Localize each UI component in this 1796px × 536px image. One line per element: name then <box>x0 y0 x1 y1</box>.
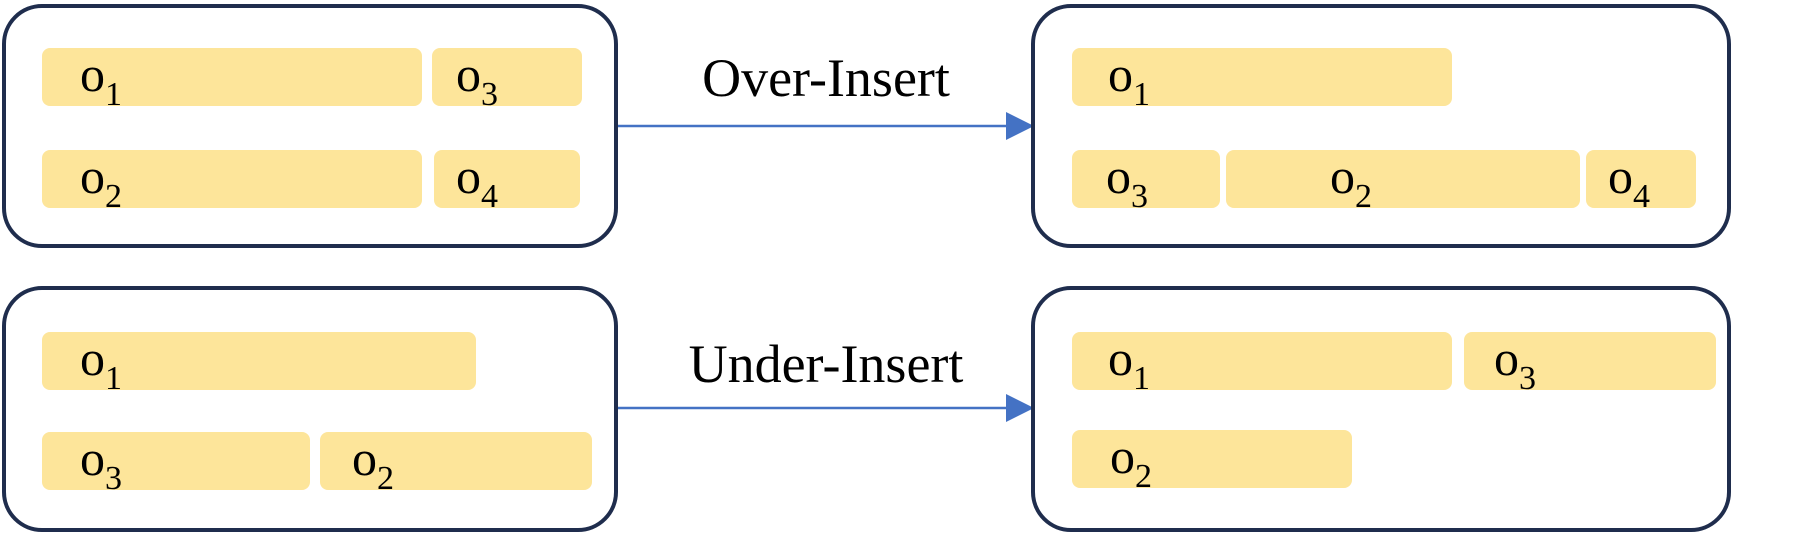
block-o1-label: o1 <box>1108 330 1150 397</box>
block-o2: o2 <box>1072 428 1352 495</box>
under-insert-after-panel: o1 o3 o2 <box>1031 286 1731 532</box>
block-o2-bar <box>42 150 422 208</box>
block-o4-bar <box>434 150 580 208</box>
block-o1-bar <box>42 48 422 106</box>
block-o3-bar <box>1072 150 1220 208</box>
block-o2-bar <box>320 432 592 490</box>
over-insert-arrow: Over-Insert <box>618 48 1034 140</box>
block-o4-bar <box>1586 150 1696 208</box>
block-o2: o2 <box>42 148 422 215</box>
block-o3: o3 <box>1464 330 1716 397</box>
over-insert-before-panel: o1 o3 o2 o4 <box>2 4 618 248</box>
block-o2: o2 <box>320 430 592 497</box>
block-o3-bar <box>42 432 310 490</box>
block-o1-label: o1 <box>80 330 122 397</box>
panel-frame <box>2 286 618 532</box>
block-o4: o4 <box>434 148 580 215</box>
block-o2-label: o2 <box>80 148 122 215</box>
under-insert-before-panel: o1 o3 o2 <box>2 286 618 532</box>
block-o1: o1 <box>1072 330 1452 397</box>
block-o2-label: o2 <box>352 430 394 497</box>
block-o2-label: o2 <box>1110 428 1152 495</box>
block-o3-label: o3 <box>456 46 498 113</box>
arrow-head-icon <box>1006 394 1034 422</box>
block-o2-label: o2 <box>1330 148 1372 215</box>
block-o1-bar <box>42 332 476 390</box>
block-o3-label: o3 <box>1106 148 1148 215</box>
over-insert-after-panel: o1 o3 o2 o4 <box>1031 4 1731 248</box>
block-o3-bar <box>1464 332 1716 390</box>
block-o1-bar <box>1072 48 1452 106</box>
under-insert-row: o1 o3 o2 Under-Insert <box>2 286 1731 532</box>
over-insert-row: o1 o3 o2 o4 <box>2 4 1731 248</box>
block-o1: o1 <box>42 330 476 397</box>
block-o2-bar <box>1072 430 1352 488</box>
block-o3: o3 <box>42 430 310 497</box>
block-o1: o1 <box>42 46 422 113</box>
block-o1: o1 <box>1072 46 1452 113</box>
operation-label: Over-Insert <box>702 48 950 108</box>
block-o2-bar <box>1226 150 1580 208</box>
panel-frame <box>2 4 618 248</box>
block-o4: o4 <box>1586 148 1696 215</box>
block-o4-label: o4 <box>456 148 498 215</box>
under-insert-arrow: Under-Insert <box>618 334 1034 422</box>
block-o1-label: o1 <box>80 46 122 113</box>
block-o1-label: o1 <box>1108 46 1150 113</box>
block-o3: o3 <box>432 46 582 113</box>
block-o2: o2 <box>1226 148 1580 215</box>
operation-label: Under-Insert <box>689 334 964 394</box>
block-o3: o3 <box>1072 148 1220 215</box>
block-o4-label: o4 <box>1608 148 1650 215</box>
block-o1-bar <box>1072 332 1452 390</box>
arrow-head-icon <box>1006 112 1034 140</box>
block-o3-label: o3 <box>1494 330 1536 397</box>
block-o3-label: o3 <box>80 430 122 497</box>
block-o3-bar <box>432 48 582 106</box>
